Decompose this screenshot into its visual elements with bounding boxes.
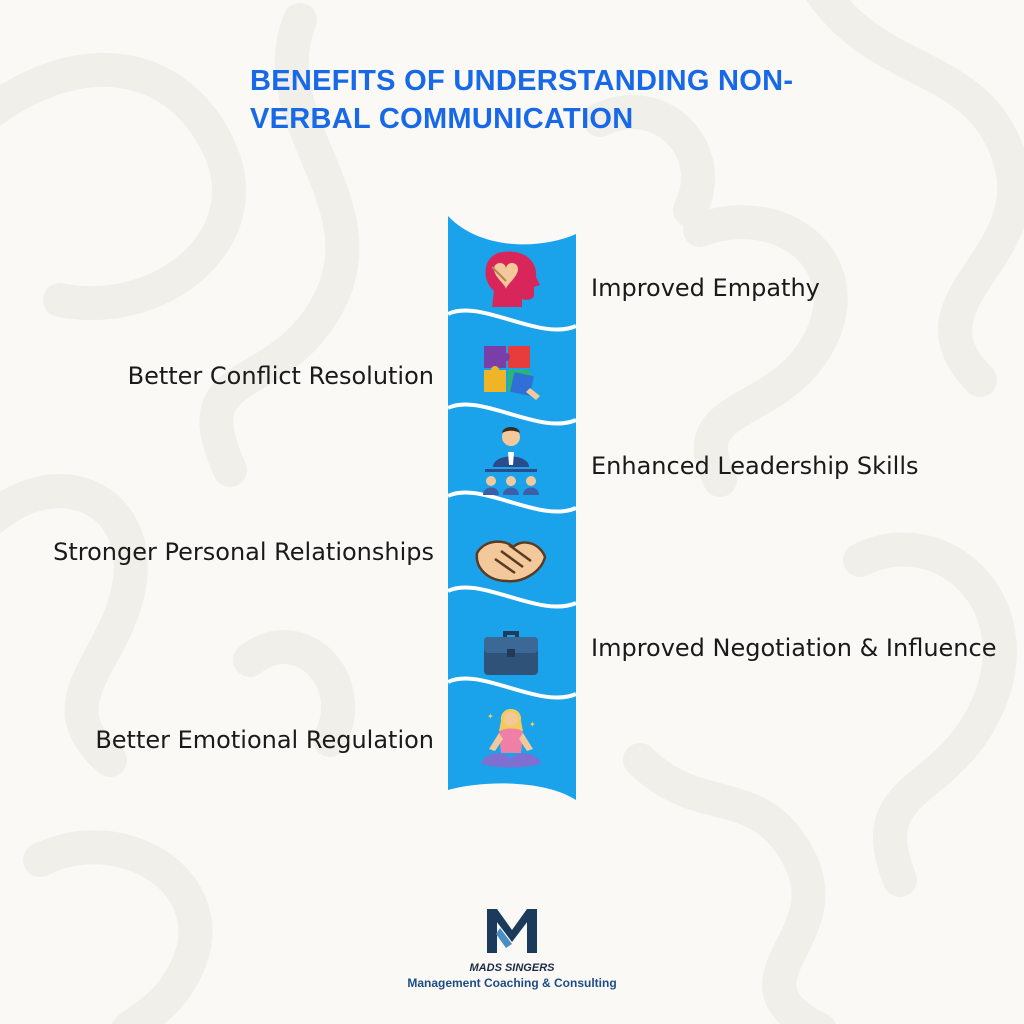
benefit-label-negotiation: Improved Negotiation & Influence	[591, 634, 997, 662]
svg-text:✦: ✦	[529, 720, 536, 729]
leader-team-icon	[483, 427, 539, 495]
brand-tagline: Management Coaching & Consulting	[407, 976, 617, 990]
ribbon-dividers	[447, 308, 577, 700]
title-line-2: VERBAL COMMUNICATION	[250, 103, 634, 135]
benefit-label-leadership: Enhanced Leadership Skills	[591, 452, 919, 480]
head-heart-icon	[485, 251, 540, 307]
briefcase-icon	[484, 631, 538, 675]
benefit-label-emotional-regulation: Better Emotional Regulation	[95, 726, 434, 754]
handshake-icon	[475, 540, 547, 583]
benefit-label-relationships: Stronger Personal Relationships	[53, 538, 434, 566]
page-title: BENEFITS OF UNDERSTANDING NON- VERBAL CO…	[250, 62, 810, 138]
brand-name: MADS SINGERS	[469, 962, 555, 974]
ribbon-background	[448, 216, 576, 800]
title-line-1: BENEFITS OF UNDERSTANDING NON-	[250, 65, 794, 97]
puzzle-icon	[484, 346, 540, 400]
benefit-label-conflict-resolution: Better Conflict Resolution	[127, 362, 434, 390]
svg-text:✦: ✦	[487, 712, 494, 721]
meditation-icon: ✦ ✦	[481, 709, 541, 768]
benefit-label-improved-empathy: Improved Empathy	[591, 274, 820, 302]
